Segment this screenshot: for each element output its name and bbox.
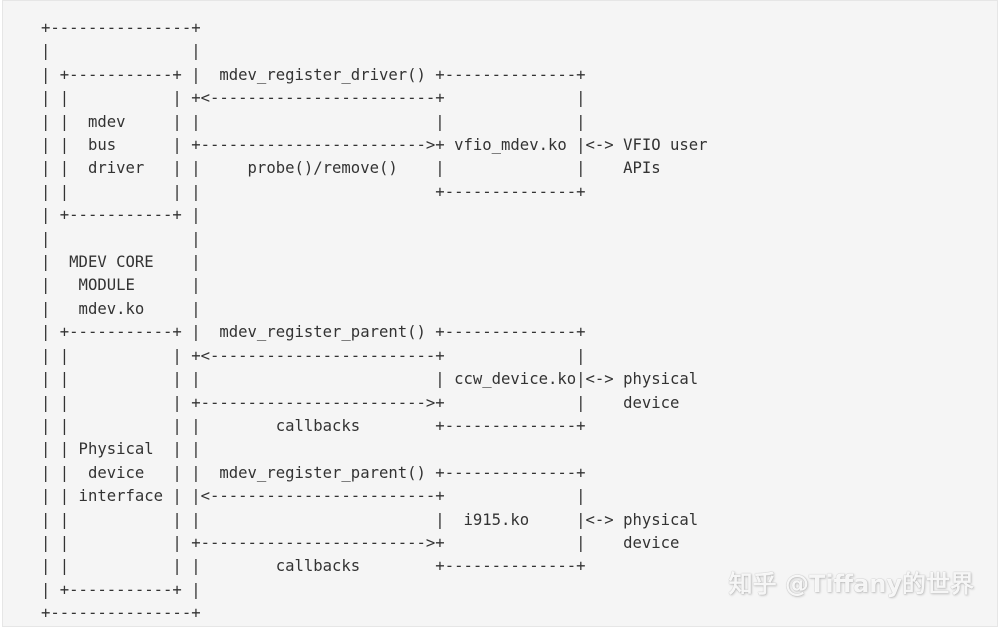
ascii-architecture-diagram: +---------------+ | | | +-----------+ | … [41, 19, 708, 623]
zhihu-watermark: 知乎 @Tiffany的世界 [728, 570, 974, 598]
